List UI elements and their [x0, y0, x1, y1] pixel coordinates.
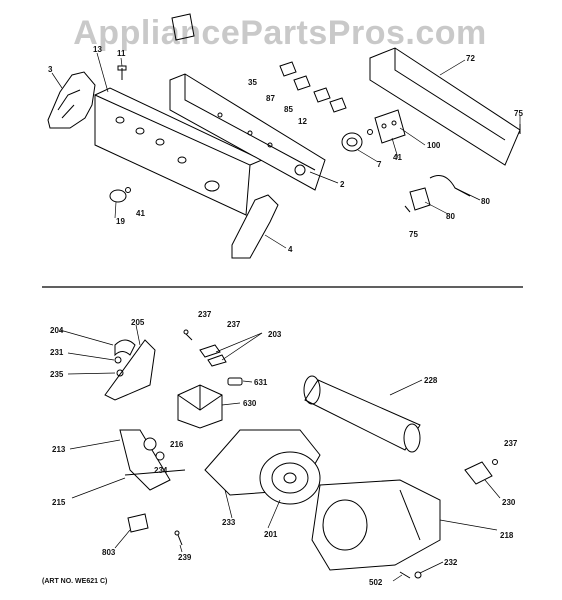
part-label: 41 [136, 209, 145, 218]
part-218-housing [311, 479, 441, 571]
part-label: 87 [266, 94, 275, 103]
part-label: 204 [50, 326, 64, 335]
part-201-blower-wheel [259, 451, 321, 505]
part-label: 233 [222, 518, 236, 527]
part-232-washer [414, 571, 422, 579]
part-13-control-panel [94, 87, 264, 216]
part-75-screw-bottom [404, 205, 411, 213]
part-label: 205 [131, 318, 145, 327]
part-label: 3 [48, 65, 53, 74]
part-label: 631 [254, 378, 268, 387]
part-label: 230 [502, 498, 516, 507]
part-label: 12 [298, 117, 307, 126]
part-7-knob [341, 132, 363, 152]
part-label: 80 [481, 197, 490, 206]
part-label: 237 [198, 310, 212, 319]
watermark: AppliancePartsPros.com [73, 14, 487, 52]
part-label: 803 [102, 548, 116, 557]
part-small-plate [171, 13, 195, 41]
part-label: 41 [393, 153, 402, 162]
part-72-back-panel [369, 47, 521, 166]
part-label: 4 [288, 245, 293, 254]
part-label: 213 [52, 445, 66, 454]
part-label: 2 [340, 180, 345, 189]
part-label: 11 [117, 49, 126, 58]
part-35-87-85-12-clips [279, 61, 347, 113]
part-label: 85 [284, 105, 293, 114]
part-215-rod [124, 469, 186, 476]
part-231-screw [114, 356, 122, 364]
part-label: 80 [446, 212, 455, 221]
part-label: 216 [170, 440, 184, 449]
part-239-screw [174, 530, 183, 546]
part-41-screw [367, 129, 373, 135]
part-502-screw [399, 571, 411, 579]
part-label: 35 [248, 78, 257, 87]
part-80-wire [429, 175, 471, 197]
part-label: 100 [427, 141, 441, 150]
part-237-screw-right [492, 459, 498, 465]
part-203-clips [199, 344, 227, 367]
part-630-motor [177, 384, 223, 429]
part-216-pulley [143, 437, 157, 451]
part-label: 502 [369, 578, 383, 587]
part-label: 201 [264, 530, 278, 539]
part-2-console-frame [169, 73, 326, 191]
part-label: 75 [409, 230, 418, 239]
part-41-lower [125, 187, 131, 193]
part-label: 235 [50, 370, 64, 379]
part-label: 13 [93, 45, 102, 54]
part-205-bracket [104, 339, 156, 401]
part-234-nut [155, 451, 165, 461]
part-label: 630 [243, 399, 257, 408]
part-204-clip [114, 339, 136, 357]
part-label: 19 [116, 217, 125, 226]
part-label: 234 [154, 466, 168, 475]
part-label: 239 [178, 553, 192, 562]
part-label: 203 [268, 330, 282, 339]
part-213-belt [119, 429, 171, 491]
part-label: 232 [444, 558, 458, 567]
part-label: 218 [500, 531, 514, 540]
part-100-switch [374, 109, 406, 144]
part-228-drum [303, 375, 421, 453]
part-11-screw [117, 65, 127, 80]
part-label: 72 [466, 54, 475, 63]
part-4-endcap [231, 194, 279, 259]
part-803-switch [127, 513, 149, 533]
part-19-lens [109, 189, 127, 203]
part-80-bracket [409, 187, 431, 211]
part-631-fuse [227, 377, 243, 386]
art-number: (ART NO. WE621 C) [42, 578, 108, 585]
part-label: 237 [504, 439, 518, 448]
part-label: 215 [52, 498, 66, 507]
part-237-screw [183, 329, 193, 341]
part-3-endcap [47, 71, 96, 129]
part-235-screw [116, 369, 124, 377]
part-label: 228 [424, 376, 438, 385]
part-label: 7 [377, 160, 382, 169]
part-label: 231 [50, 348, 64, 357]
part-230-idler [464, 461, 493, 485]
part-label: 75 [514, 109, 523, 118]
part-label: 237 [227, 320, 241, 329]
